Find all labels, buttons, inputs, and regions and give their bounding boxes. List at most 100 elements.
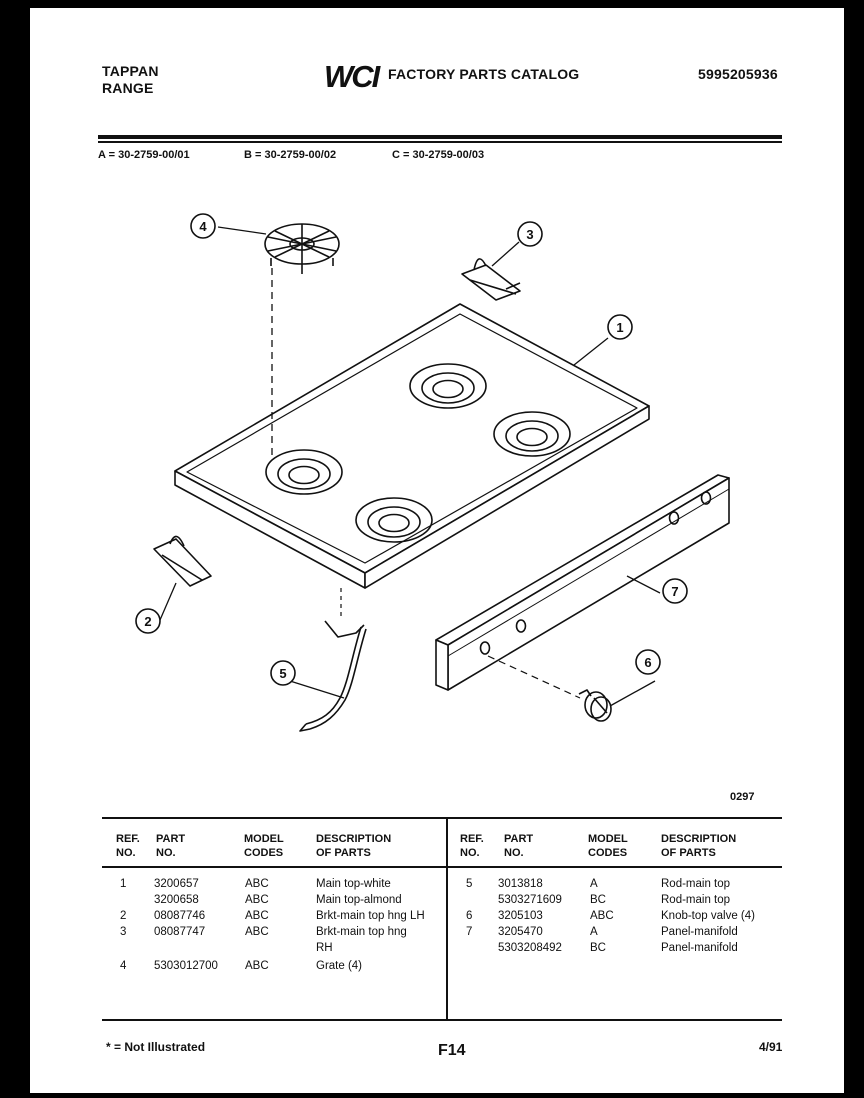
model-b: B = 30-2759-00/02 <box>244 149 337 161</box>
table-cell: Brkt-main top hng <box>316 926 407 938</box>
model-b-number: 30-2759-00/02 <box>264 149 337 161</box>
table-cell: Main top-white <box>316 878 391 890</box>
burner-back-left <box>409 363 487 409</box>
table-cell: ABC <box>245 910 269 922</box>
table-cell: 3205103 <box>498 910 543 922</box>
valve-hole-3 <box>668 511 680 525</box>
callout-2-circle <box>135 608 161 634</box>
callout-5: 5 <box>279 666 286 681</box>
burner-back-right <box>493 411 571 457</box>
valve-hole-2 <box>515 619 527 633</box>
table-cell: 08087746 <box>154 910 206 922</box>
page-number: F14 <box>438 1042 466 1059</box>
table-cell: 08087747 <box>154 926 206 938</box>
brand-line-2: RANGE <box>102 80 154 96</box>
table-cell: ABC <box>245 960 269 972</box>
table-cell: Panel-manifold <box>661 926 738 938</box>
header-rule-thin <box>98 141 782 143</box>
table-cell: 5 <box>466 878 473 890</box>
table-cell: Grate (4) <box>316 960 363 972</box>
model-a-number: 30-2759-00/01 <box>118 149 190 161</box>
brand-line-1: TAPPAN <box>102 63 159 79</box>
catalog-number: 5995205936 <box>698 66 778 82</box>
table-cell: BC <box>590 894 606 906</box>
model-b-code: B <box>244 149 252 161</box>
table-cell: Brkt-main top hng LH <box>316 910 425 922</box>
model-c-number: 30-2759-00/03 <box>412 149 485 161</box>
table-cell: 3200658 <box>154 894 199 906</box>
exploded-parts-diagram: 1 2 3 4 5 6 7 0297 <box>135 213 754 803</box>
table-cell: 6 <box>466 910 473 922</box>
th-ref-left: REF.NO. <box>116 833 140 859</box>
valve-hole-4 <box>700 491 712 505</box>
table-cell: ABC <box>245 894 269 906</box>
th-ref-right: REF.NO. <box>460 833 484 859</box>
table-cell: Panel-manifold <box>661 942 738 954</box>
table-cell: 3 <box>120 926 127 938</box>
rod-drawing <box>299 588 367 732</box>
table-cell: 4 <box>120 960 127 972</box>
table-cell: Main top-almond <box>316 894 402 906</box>
callout-7-circle <box>662 578 688 604</box>
table-cell: ABC <box>590 910 614 922</box>
not-illustrated-note: * = Not Illustrated <box>106 1040 206 1054</box>
table-cell: BC <box>590 942 606 954</box>
bracket-lh-drawing <box>153 535 212 587</box>
callout-6-circle <box>635 649 661 675</box>
model-a: A = 30-2759-00/01 <box>98 149 190 161</box>
callout-4-circle <box>190 213 216 239</box>
table-cell: 5303012700 <box>154 960 218 972</box>
table-cell: Knob-top valve (4) <box>661 910 755 922</box>
callout-7: 7 <box>671 584 678 599</box>
knob-drawing <box>487 655 612 722</box>
callout-leaders <box>159 226 661 707</box>
table-cell: 5303271609 <box>498 894 562 906</box>
table-cell: Rod-main top <box>661 894 731 906</box>
table-cell: 3200657 <box>154 878 199 890</box>
catalog-title: FACTORY PARTS CATALOG <box>388 66 580 82</box>
table-cell: RH <box>316 942 333 954</box>
callout-5-circle <box>270 660 296 686</box>
callout-1: 1 <box>616 320 623 335</box>
table-cell: ABC <box>245 878 269 890</box>
model-c: C = 30-2759-00/03 <box>392 149 485 161</box>
valve-hole-1 <box>479 641 491 655</box>
parts-catalog-sheet: TAPPAN RANGE WCI FACTORY PARTS CATALOG 5… <box>30 8 844 1093</box>
burner-front-left <box>265 449 343 495</box>
callout-6: 6 <box>644 655 651 670</box>
callout-3-circle <box>517 221 543 247</box>
table-cell: 3205470 <box>498 926 543 938</box>
grate-drawing <box>264 223 340 274</box>
table-bottom-rule <box>102 1019 782 1021</box>
revision-date: 4/91 <box>759 1040 783 1054</box>
callout-1-circle <box>607 314 633 340</box>
table-cell: 5303208492 <box>498 942 562 954</box>
table-cell: 2 <box>120 910 127 922</box>
main-top-drawing <box>174 303 650 589</box>
table-cell: ABC <box>245 926 269 938</box>
figure-code: 0297 <box>730 791 754 803</box>
model-c-code: C <box>392 149 400 161</box>
callout-3: 3 <box>526 227 533 242</box>
wci-logo: WCI <box>322 58 384 94</box>
burner-front-right <box>355 497 433 543</box>
callout-4: 4 <box>199 219 207 234</box>
table-header-rule <box>102 866 782 868</box>
callout-2: 2 <box>144 614 151 629</box>
brand-block: TAPPAN RANGE <box>102 63 159 97</box>
table-top-rule <box>102 817 782 819</box>
bracket-rh-drawing <box>461 258 521 301</box>
table-cell: 3013818 <box>498 878 543 890</box>
table-cell: 7 <box>466 926 473 938</box>
table-cell: A <box>590 878 598 890</box>
model-a-code: A <box>98 149 106 161</box>
table-cell: Rod-main top <box>661 878 731 890</box>
table-divider <box>446 818 448 1020</box>
manifold-panel-drawing <box>435 474 730 691</box>
